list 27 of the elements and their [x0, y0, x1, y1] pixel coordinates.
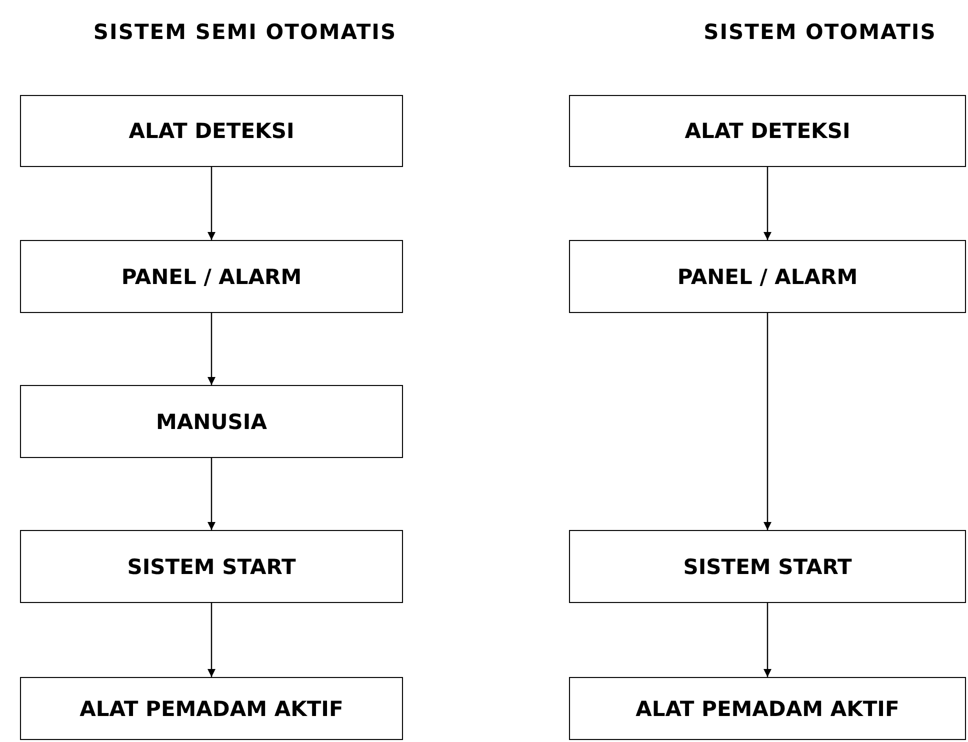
box-label: PANEL / ALARM — [121, 264, 302, 288]
process-box — [569, 95, 966, 167]
box-label: ALAT DETEKSI — [128, 119, 294, 143]
process-box — [569, 677, 966, 740]
box-label: SISTEM START — [127, 554, 296, 578]
arrow — [764, 313, 772, 530]
box-label: SISTEM START — [683, 554, 852, 578]
column-heading: SISTEM SEMI OTOMATIS — [93, 20, 397, 44]
process-box — [569, 240, 966, 313]
process-box — [20, 240, 403, 313]
box-label: PANEL / ALARM — [677, 264, 858, 288]
arrow — [208, 458, 216, 530]
arrow — [208, 313, 216, 385]
box-label: ALAT DETEKSI — [684, 119, 850, 143]
arrow — [764, 167, 772, 240]
box-label: ALAT PEMADAM AKTIF — [80, 696, 344, 720]
process-box — [20, 677, 403, 740]
process-box — [20, 95, 403, 167]
arrow — [764, 603, 772, 677]
arrow — [208, 167, 216, 240]
process-box — [20, 530, 403, 603]
box-label: MANUSIA — [156, 410, 267, 434]
box-label: ALAT PEMADAM AKTIF — [636, 696, 900, 720]
arrow — [208, 603, 216, 677]
process-box — [569, 530, 966, 603]
process-box — [20, 385, 403, 458]
column-heading: SISTEM OTOMATIS — [704, 20, 936, 44]
